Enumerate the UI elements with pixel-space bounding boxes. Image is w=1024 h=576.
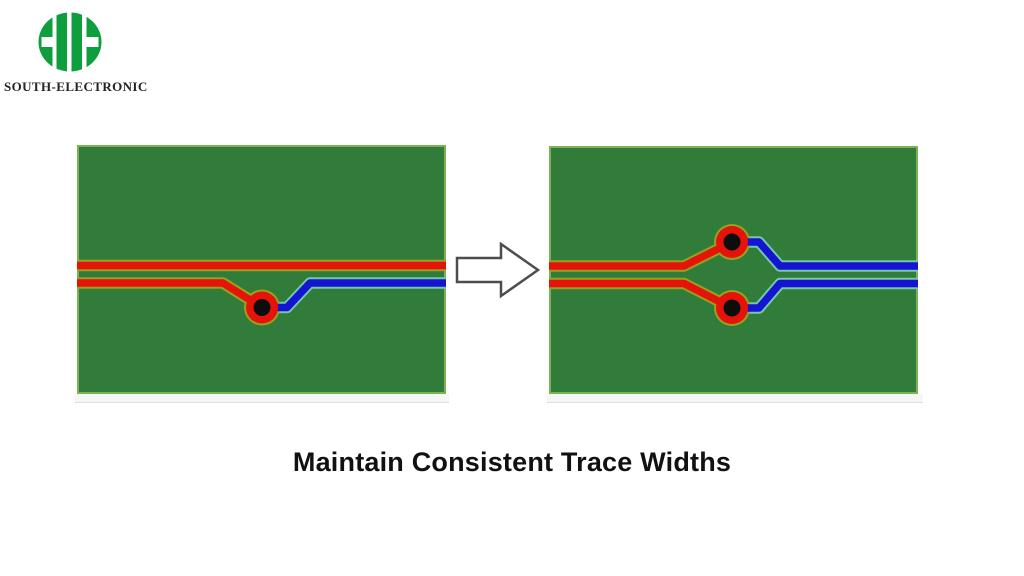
arrow-shape: [455, 241, 541, 299]
south-electronic-logo-icon: [38, 12, 102, 72]
via-hole: [253, 299, 271, 316]
board-shadow-strip: [75, 394, 449, 403]
board-shadow-strip: [547, 394, 923, 403]
lower-red-trace: [549, 279, 734, 312]
logo-notch-right: [86, 37, 99, 47]
lower-via-hole: [723, 299, 741, 317]
pcb-after-image: [549, 146, 918, 394]
upper-via-hole: [723, 233, 741, 251]
logo: SOUTH-ELECTRONIC: [4, 12, 148, 95]
figure-caption: Maintain Consistent Trace Widths: [292, 447, 732, 477]
upper-red-trace: [549, 238, 734, 270]
logo-text: SOUTH-ELECTRONIC: [4, 79, 148, 94]
logo-bar-center-left: [56, 12, 67, 72]
block-arrow-right-icon: [455, 241, 541, 299]
pcb-before-image: [77, 145, 446, 394]
logo-notch-left: [41, 37, 53, 47]
logo-bar-center-right: [71, 12, 82, 72]
